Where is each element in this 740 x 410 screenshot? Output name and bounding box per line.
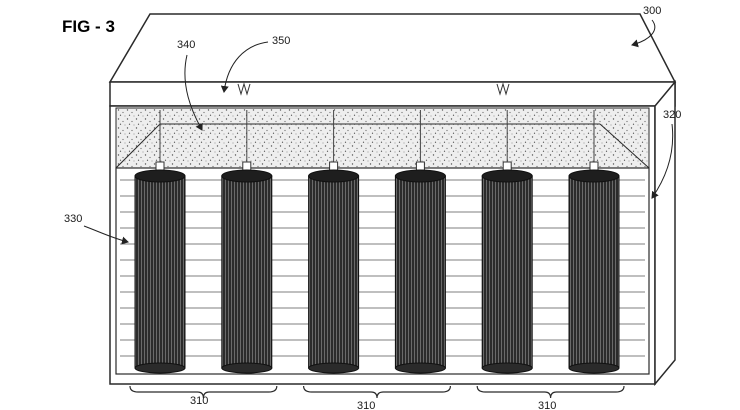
fluid-lines xyxy=(120,179,645,357)
cell-bottom xyxy=(134,362,186,374)
cell-body xyxy=(221,175,273,369)
battery-cell xyxy=(481,110,533,374)
label-assembly: 300 xyxy=(643,5,661,17)
cell-top xyxy=(568,169,620,183)
label-foam: 340 xyxy=(177,39,195,51)
cell-body xyxy=(568,175,620,369)
label-cells-group-3: 310 xyxy=(538,400,556,410)
battery-cell xyxy=(568,110,620,374)
cell-bottom xyxy=(568,362,620,374)
battery-cells xyxy=(134,110,620,374)
cell-body xyxy=(394,175,446,369)
arrow-fluid xyxy=(83,225,129,245)
cell-top xyxy=(221,169,273,183)
cell-body xyxy=(134,175,186,369)
cell-top xyxy=(394,169,446,183)
arrow-assembly xyxy=(631,19,656,48)
label-housing: 320 xyxy=(663,109,681,121)
cell-bottom xyxy=(308,362,360,374)
cover-mark-left xyxy=(237,82,251,96)
cover-mark-right xyxy=(496,82,510,96)
arrow-housing xyxy=(651,123,674,199)
figure-title: FIG - 3 xyxy=(62,17,115,36)
cell-bottom xyxy=(481,362,533,374)
cell-top xyxy=(308,169,360,183)
cell-group-bracket xyxy=(129,385,278,399)
battery-cell xyxy=(394,110,446,374)
battery-cell xyxy=(221,110,273,374)
cover-band xyxy=(109,81,676,107)
label-cells-group-2: 310 xyxy=(357,400,375,410)
battery-cell xyxy=(134,110,186,374)
label-cells-group-1: 310 xyxy=(190,395,208,407)
cell-body xyxy=(308,175,360,369)
cell-group-bracket xyxy=(476,385,625,399)
cell-top xyxy=(481,169,533,183)
battery-cell xyxy=(308,110,360,374)
cell-bottom xyxy=(221,362,273,374)
cell-top xyxy=(134,169,186,183)
arrow-foam xyxy=(184,54,203,131)
arrow-cover xyxy=(220,41,269,93)
cell-body xyxy=(481,175,533,369)
label-cover: 350 xyxy=(272,35,290,47)
cell-group-brackets xyxy=(129,385,625,399)
label-fluid: 330 xyxy=(64,213,82,225)
cell-group-bracket xyxy=(303,385,451,399)
cell-bottom xyxy=(394,362,446,374)
